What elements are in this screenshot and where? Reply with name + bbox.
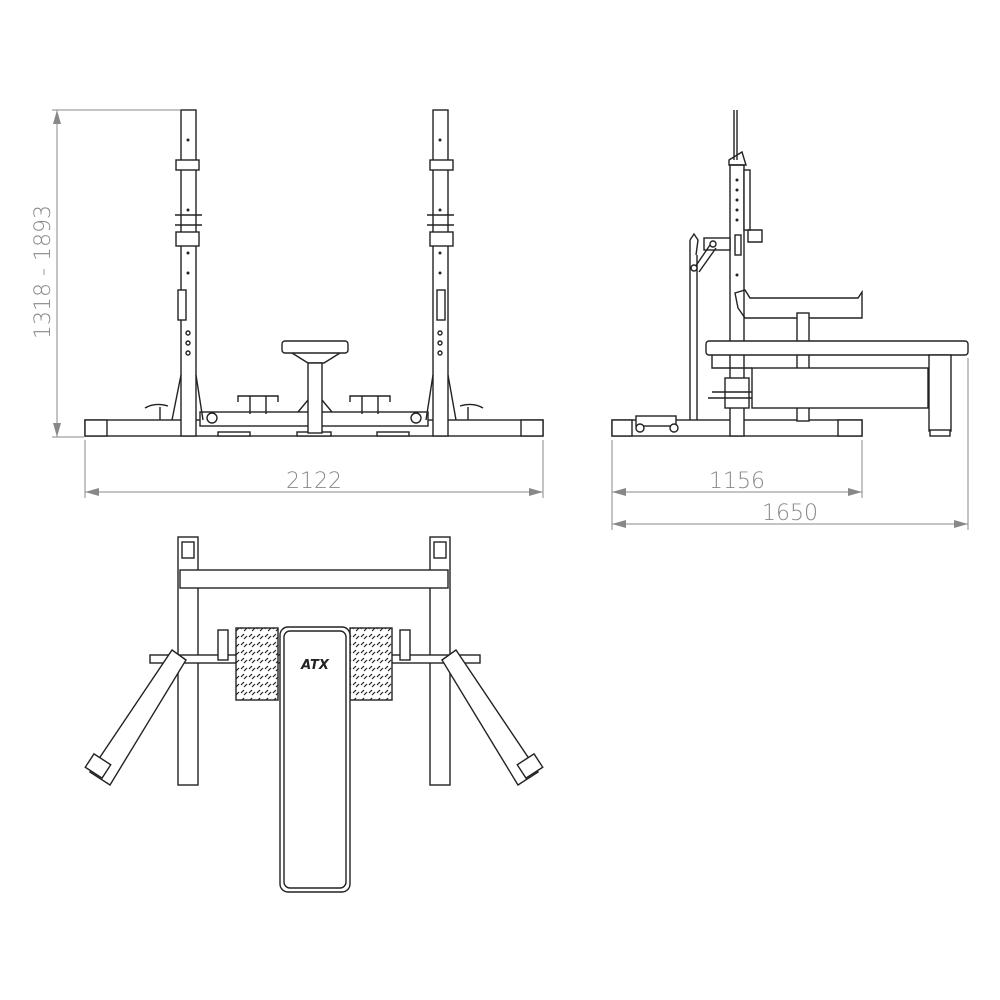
base-depth-label: 1156: [709, 469, 765, 494]
front-foot-left: [84, 419, 108, 437]
width-dimension: 2122: [84, 440, 544, 498]
front-footplate-right: [349, 395, 391, 414]
top-bench-pad: ATX: [279, 626, 351, 893]
width-dimension-label: 2122: [286, 469, 342, 494]
side-foot-front: [611, 419, 633, 437]
top-view: ATX: [84, 536, 544, 893]
height-dimension: 1318 - 1893: [31, 109, 180, 438]
front-upright-right: [425, 109, 484, 437]
front-foot-right: [520, 419, 544, 437]
footplate-left-diamond: [235, 627, 279, 701]
front-pad: [376, 431, 410, 437]
footplate-right-diamond: [349, 627, 393, 701]
side-bench: [705, 340, 969, 437]
front-upright-left: [144, 109, 204, 437]
height-dimension-label: 1318 - 1893: [31, 205, 56, 339]
total-depth-label: 1650: [762, 501, 818, 526]
side-safety-arm: [689, 232, 731, 420]
side-view: [611, 110, 969, 437]
front-pad: [217, 431, 251, 437]
side-wheel-housing: [635, 415, 677, 427]
front-view: [84, 109, 544, 437]
side-foot-rear: [837, 419, 863, 437]
front-wheel-right: [410, 412, 422, 424]
side-depth-dimension: 1156: [611, 358, 969, 530]
top-leg-left: [84, 649, 187, 786]
front-wheel-left: [206, 412, 218, 424]
side-total-dimension: 1650: [612, 501, 968, 528]
front-footplate-left: [237, 395, 279, 414]
front-bench-seat: [281, 340, 349, 434]
atx-logo: ATX: [300, 658, 330, 673]
top-crossbar: [179, 569, 449, 589]
top-leg-right: [441, 649, 544, 786]
